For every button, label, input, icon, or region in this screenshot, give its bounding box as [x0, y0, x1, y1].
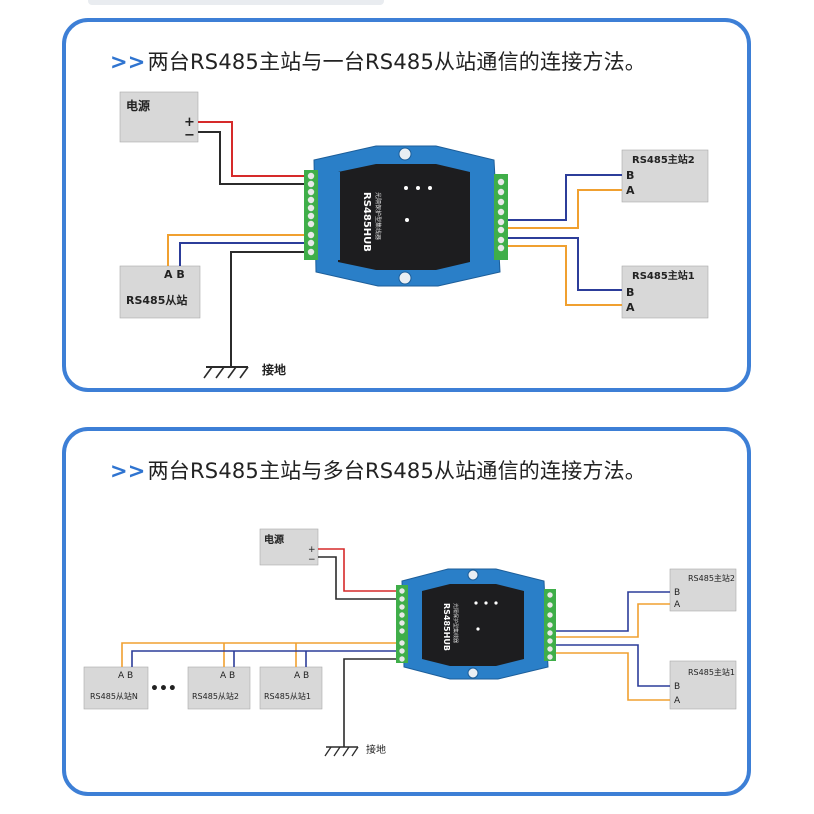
- power-supply: 电源 + −: [259, 528, 319, 566]
- wiring-diagram: 电源 + − A B RS485从站N ••• A B RS485从站2 A B…: [83, 528, 737, 757]
- hub-model: RS485HUB: [442, 603, 451, 651]
- slave-label: RS485从站N: [90, 691, 138, 701]
- panel-title: >>两台RS485主站与多台RS485从站通信的连接方法。: [110, 455, 646, 485]
- terminal-block-right: [497, 178, 505, 252]
- power-minus: −: [308, 555, 316, 565]
- slave-device-n: A B RS485从站N: [83, 666, 149, 710]
- ground-wire: [230, 251, 304, 367]
- master-2-device: RS485主站2 B A: [621, 149, 709, 203]
- hub-subtitle: 光隔保护型集线器: [374, 192, 382, 240]
- master-2-pin-a: A: [674, 600, 681, 610]
- master-2-a-wire: [508, 189, 622, 229]
- slave-label: RS485从站2: [192, 691, 239, 701]
- slave-label: RS485从站: [126, 293, 187, 307]
- slave-b-wire: [179, 242, 304, 266]
- power-negative-wire: [318, 556, 396, 600]
- top-strip: [88, 0, 384, 5]
- power-plus: +: [184, 115, 195, 130]
- slave-pins: A B: [220, 671, 235, 681]
- panel-multi-slave: >>两台RS485主站与多台RS485从站通信的连接方法。 电源 + − A B…: [62, 427, 751, 796]
- slave-device-2: A B RS485从站2: [187, 666, 251, 710]
- slave-a-wire: [167, 234, 304, 266]
- power-label: 电源: [264, 533, 284, 546]
- led-indicator-icon: [484, 601, 488, 605]
- rs485-hub: RS485HUB 光隔保护型集线器: [396, 568, 556, 680]
- slave-device: A B RS485从站: [119, 265, 201, 319]
- master-1-pin-a: A: [674, 696, 681, 706]
- mount-hole-icon: [467, 569, 479, 581]
- master-2-a-wire: [556, 603, 670, 638]
- master-1-device: RS485主站1 B A: [621, 265, 709, 319]
- terminal-block-left: [399, 588, 405, 662]
- master-1-a-wire: [508, 245, 622, 306]
- led-indicator-icon: [428, 186, 432, 190]
- ground-symbol-icon: [203, 366, 249, 379]
- master-1-label: RS485主站1: [688, 667, 735, 677]
- power-minus: −: [184, 128, 195, 143]
- power-negative-wire: [198, 131, 304, 185]
- master-2-label: RS485主站2: [688, 573, 735, 583]
- led-indicator-icon: [416, 186, 420, 190]
- led-indicator-icon: [476, 627, 480, 631]
- master-2-b-wire: [508, 174, 622, 221]
- master-2-pin-a: A: [626, 184, 635, 197]
- panel-one-slave: >>两台RS485主站与一台RS485从站通信的连接方法。 电源 + − A B…: [62, 18, 751, 392]
- panel-title: >>两台RS485主站与一台RS485从站通信的连接方法。: [110, 46, 646, 76]
- title-arrows: >>: [110, 459, 146, 483]
- wiring-diagram: 电源 + − A B RS485从站 接地: [119, 91, 709, 379]
- power-supply: 电源 + −: [119, 91, 199, 143]
- ground-label: 接地: [366, 743, 386, 756]
- slave-device-1: A B RS485从站1: [259, 666, 323, 710]
- master-2-pin-b: B: [674, 588, 680, 598]
- slave-bus-a-wire: [121, 642, 396, 667]
- master-2-device: RS485主站2 B A: [669, 568, 737, 612]
- master-2-b-wire: [556, 591, 670, 632]
- rs485-hub: RS485HUB 光隔保护型集线器: [304, 145, 508, 287]
- terminal-block-left: [307, 172, 315, 256]
- hub-subtitle: 光隔保护型集线器: [452, 603, 459, 643]
- master-1-b-wire: [508, 237, 622, 291]
- power-positive-wire: [198, 121, 304, 177]
- ground-symbol-icon: [324, 746, 359, 757]
- led-indicator-icon: [474, 601, 478, 605]
- slave-label: RS485从站1: [264, 691, 311, 701]
- mount-hole-icon: [467, 667, 479, 679]
- title-text: 两台RS485主站与一台RS485从站通信的连接方法。: [147, 50, 646, 74]
- hub-model: RS485HUB: [361, 192, 372, 252]
- master-1-label: RS485主站1: [632, 269, 695, 282]
- title-text: 两台RS485主站与多台RS485从站通信的连接方法。: [147, 459, 646, 483]
- master-1-pin-b: B: [674, 682, 680, 692]
- mount-hole-icon: [398, 147, 412, 161]
- led-indicator-icon: [404, 186, 408, 190]
- ground-wire: [343, 658, 396, 747]
- terminal-block-right: [547, 592, 553, 660]
- power-plus: +: [308, 545, 316, 555]
- ellipsis: •••: [150, 681, 177, 697]
- master-1-pin-b: B: [626, 286, 634, 299]
- master-1-device: RS485主站1 B A: [669, 660, 737, 710]
- power-positive-wire: [318, 548, 396, 592]
- slave-bus-b-wire: [131, 650, 396, 667]
- ground-label: 接地: [262, 362, 286, 377]
- slave-pins: A B: [118, 671, 133, 681]
- title-arrows: >>: [110, 50, 146, 74]
- slave-pins: A B: [294, 671, 309, 681]
- master-2-label: RS485主站2: [632, 153, 695, 166]
- master-1-pin-a: A: [626, 301, 635, 314]
- slave-pins: A B: [164, 268, 185, 281]
- master-2-pin-b: B: [626, 169, 634, 182]
- led-indicator-icon: [405, 218, 409, 222]
- led-indicator-icon: [494, 601, 498, 605]
- master-1-b-wire: [556, 644, 670, 687]
- master-1-a-wire: [556, 652, 670, 701]
- mount-hole-icon: [398, 271, 412, 285]
- power-label: 电源: [126, 98, 150, 113]
